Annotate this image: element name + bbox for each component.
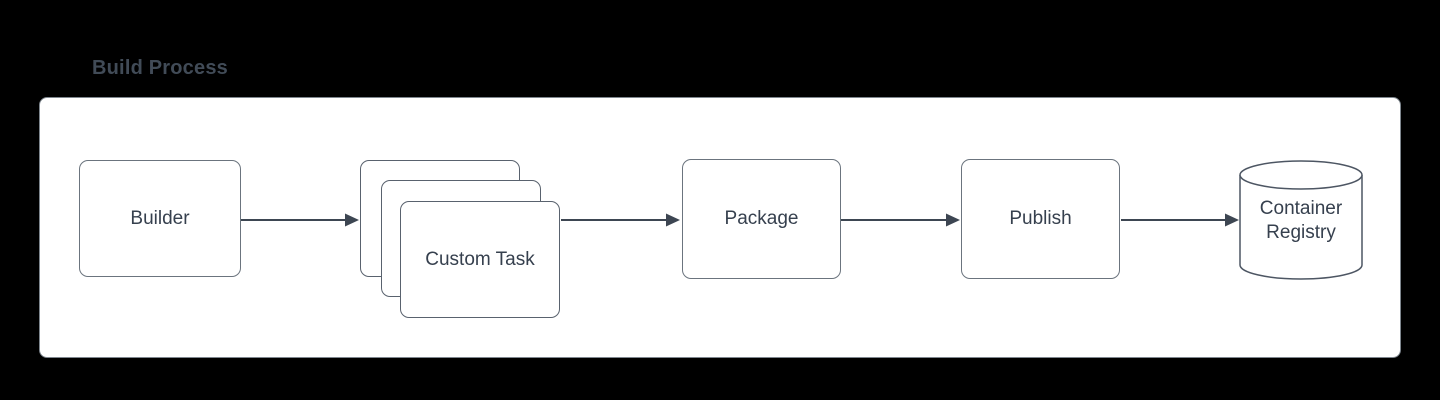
node-builder-label: Builder — [130, 207, 190, 229]
edge-custom-task-to-package — [561, 213, 680, 227]
node-custom-task-card-front[interactable]: Custom Task — [400, 201, 560, 318]
edge-builder-to-custom-task — [241, 213, 359, 227]
node-package-label: Package — [724, 208, 799, 229]
node-publish[interactable]: Publish — [961, 159, 1120, 279]
node-custom-task-label: Custom Task — [425, 248, 535, 270]
node-container-registry-label[interactable]: Container Registry — [1259, 197, 1343, 243]
node-container-registry[interactable] — [1239, 160, 1363, 280]
connector-layer — [241, 160, 1363, 280]
diagram-title: Build Process — [92, 57, 228, 79]
node-package[interactable]: Package — [682, 159, 841, 279]
node-builder[interactable]: Builder — [79, 160, 241, 277]
node-publish-label: Publish — [1009, 208, 1072, 229]
edge-package-to-publish — [841, 213, 960, 227]
diagram-panel: Builder Custom Task Custom Task Custom T… — [39, 97, 1401, 358]
edge-publish-to-container-registry — [1121, 213, 1239, 227]
